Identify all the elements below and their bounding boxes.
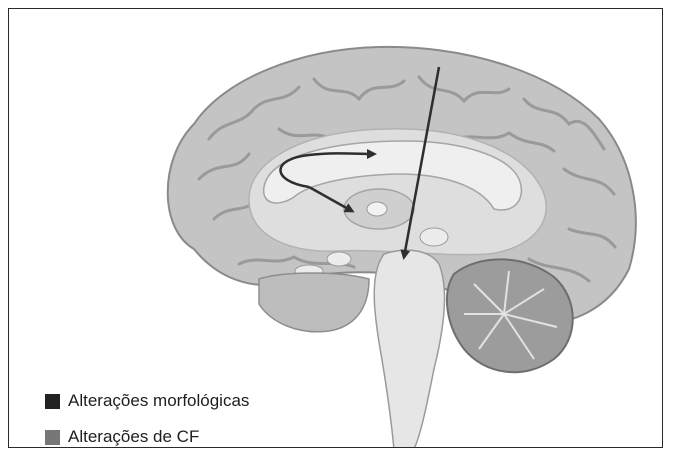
legend-label: Alterações de CF bbox=[68, 427, 199, 447]
legend-item-morfologicas: Alterações morfológicas bbox=[45, 391, 249, 411]
figure-frame: Alterações morfológicas Alterações de CF bbox=[8, 8, 663, 448]
pineal-region bbox=[420, 228, 448, 246]
legend-swatch-gray bbox=[45, 430, 60, 445]
brainstem bbox=[374, 250, 444, 448]
brain-sagittal-diagram bbox=[9, 9, 663, 448]
legend-label: Alterações morfológicas bbox=[68, 391, 249, 411]
legend-swatch-dark bbox=[45, 394, 60, 409]
temporal-lobe bbox=[259, 273, 369, 332]
hypothalamus-structure bbox=[327, 252, 351, 266]
interthalamic-adhesion bbox=[367, 202, 387, 216]
legend-item-cf: Alterações de CF bbox=[45, 427, 199, 447]
